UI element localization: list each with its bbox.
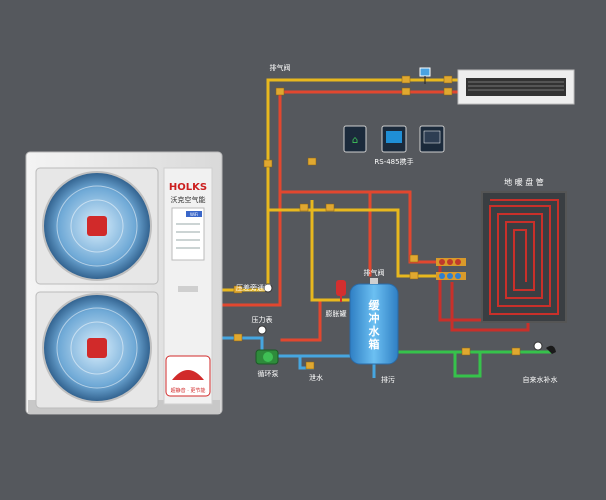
makeup-water-pipe — [398, 350, 552, 378]
drain-label: 泄水 — [309, 373, 323, 382]
svg-text:⌂: ⌂ — [352, 135, 358, 146]
tank-char-4: 箱 — [369, 337, 380, 351]
brand-logo: HOLKS — [169, 182, 207, 193]
valve-icon — [233, 285, 243, 294]
brand-mark-lower — [87, 338, 107, 358]
valve-icon — [511, 347, 521, 356]
fan-coil-controller — [419, 67, 431, 84]
tank-char-2: 冲 — [369, 311, 380, 325]
gauges — [257, 283, 556, 354]
valve-icon — [401, 87, 411, 96]
valve-icon — [275, 87, 285, 96]
bypass-valve-label: 压差旁通阀 — [236, 283, 271, 292]
thermostat-group: ⌂ RS-485携手 — [343, 125, 445, 166]
valve-icon — [409, 254, 419, 263]
fan-coil-unit — [457, 69, 575, 105]
bypass-gauge-icon — [263, 283, 273, 293]
valves — [233, 75, 521, 370]
brand-name: 沃克空气能 — [171, 195, 206, 204]
valve-icon — [325, 203, 335, 212]
floor-heating-label: 地 暖 盘 管 — [504, 177, 544, 187]
tank-char-3: 水 — [369, 324, 381, 338]
heat-pump-unit: HOLKS 沃克空气能 WiFi 超静音 · 更节能 — [25, 151, 223, 415]
exhaust-valve-top-label: 排气阀 — [270, 63, 291, 72]
pressure-gauge-icon — [257, 325, 267, 335]
valve-icon — [233, 333, 243, 342]
rs485-label: RS-485携手 — [374, 157, 413, 166]
makeup-gauge-icon — [533, 341, 543, 351]
valve-icon — [305, 361, 315, 370]
valve-icon — [461, 347, 471, 356]
brand-mark-upper — [87, 216, 107, 236]
circulation-pipes — [222, 336, 350, 370]
wifi-badge: WiFi — [190, 212, 198, 217]
faucet-icon — [546, 345, 556, 354]
valve-icon — [443, 75, 453, 84]
expansion-tank-label: 膨胀罐 — [326, 309, 347, 318]
return-pipes — [222, 78, 458, 302]
valve-icon — [263, 159, 273, 168]
tank-char-1: 缓 — [369, 298, 381, 312]
pressure-gauge-label: 压力表 — [252, 315, 273, 324]
valve-icon — [443, 87, 453, 96]
valve-icon — [401, 75, 411, 84]
exhaust-valve-tank-label: 排气阀 — [364, 268, 385, 277]
buffer-tank: 缓 冲 水 箱 — [349, 278, 399, 365]
valve-icon — [409, 271, 419, 280]
pump-label: 循环泵 — [258, 369, 279, 378]
thermostat-1-icon — [343, 125, 367, 153]
floor-heating-coil: 地 暖 盘 管 — [481, 177, 567, 323]
circulation-pump — [255, 349, 279, 365]
sewage-label: 排污 — [381, 375, 395, 384]
manifold — [436, 258, 466, 280]
expansion-tank — [336, 280, 346, 302]
quiet-badge-label: 超静音 · 更节能 — [171, 387, 206, 394]
makeup-water-label: 自来水补水 — [523, 375, 558, 384]
valve-icon — [307, 157, 317, 166]
valve-icon — [299, 203, 309, 212]
